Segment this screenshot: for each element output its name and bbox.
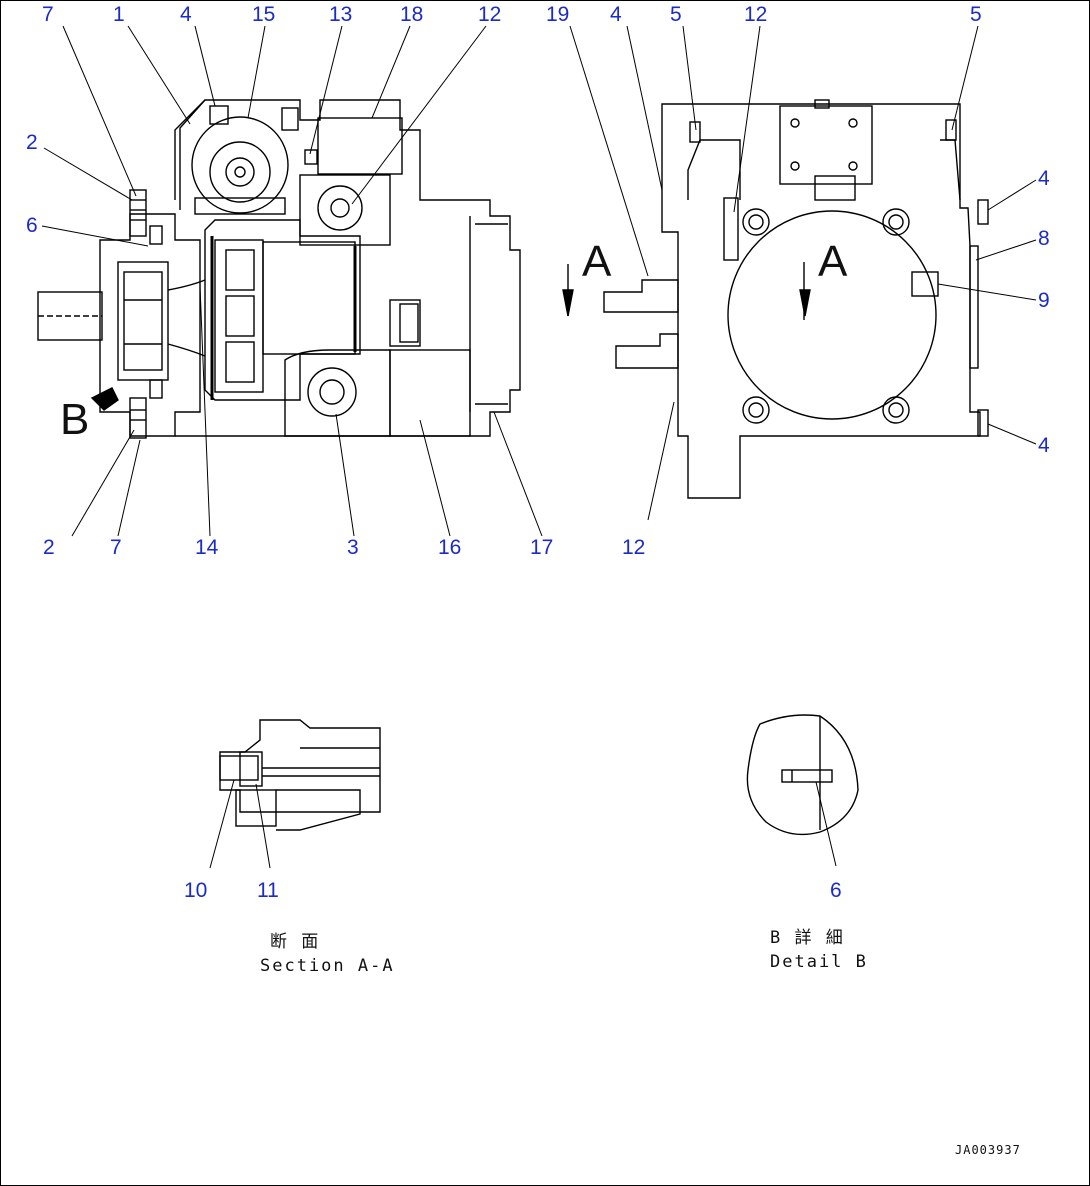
section-marker-a-right: A [818, 237, 848, 286]
detail-b-view [746, 714, 859, 867]
callout-7: 7 [42, 3, 54, 26]
end-view [562, 99, 989, 499]
callout-13: 13 [329, 3, 353, 26]
section-caption-jp: 断 面 [270, 932, 321, 952]
detail-caption-jp: B 詳 細 [770, 928, 845, 948]
callout-10: 10 [184, 879, 208, 902]
detail-marker-b: B [60, 395, 90, 444]
callout-4: 4 [1038, 167, 1050, 190]
callout-18: 18 [400, 3, 424, 26]
section-aa-view [209, 719, 381, 869]
callout-12: 12 [744, 3, 768, 26]
callout-2: 2 [43, 536, 55, 559]
section-marker-a-left: A [582, 237, 612, 286]
side-view [37, 99, 521, 439]
callout-14: 14 [195, 536, 219, 559]
callout-8: 8 [1038, 227, 1050, 250]
callout-5: 5 [670, 3, 682, 26]
callout-12: 12 [478, 3, 502, 26]
callout-2: 2 [26, 131, 38, 154]
callout-16: 16 [438, 536, 462, 559]
callout-7: 7 [110, 536, 122, 559]
detail-caption-en: Detail B [770, 952, 868, 972]
callout-4: 4 [1038, 434, 1050, 457]
callout-17: 17 [530, 536, 554, 559]
callout-6: 6 [26, 214, 38, 237]
leader-lines [41, 25, 1037, 537]
callout-1: 1 [113, 3, 125, 26]
callout-12: 12 [622, 536, 646, 559]
callout-3: 3 [347, 536, 359, 559]
drawing-code: JA003937 [955, 1143, 1021, 1157]
callout-19: 19 [546, 3, 570, 26]
callout-4: 4 [610, 3, 622, 26]
callout-4: 4 [180, 3, 192, 26]
callout-11: 11 [257, 879, 279, 902]
callout-9: 9 [1038, 289, 1050, 312]
callout-6: 6 [830, 879, 842, 902]
section-caption-en: Section A-A [260, 956, 395, 976]
callout-15: 15 [252, 3, 276, 26]
callout-5: 5 [970, 3, 982, 26]
